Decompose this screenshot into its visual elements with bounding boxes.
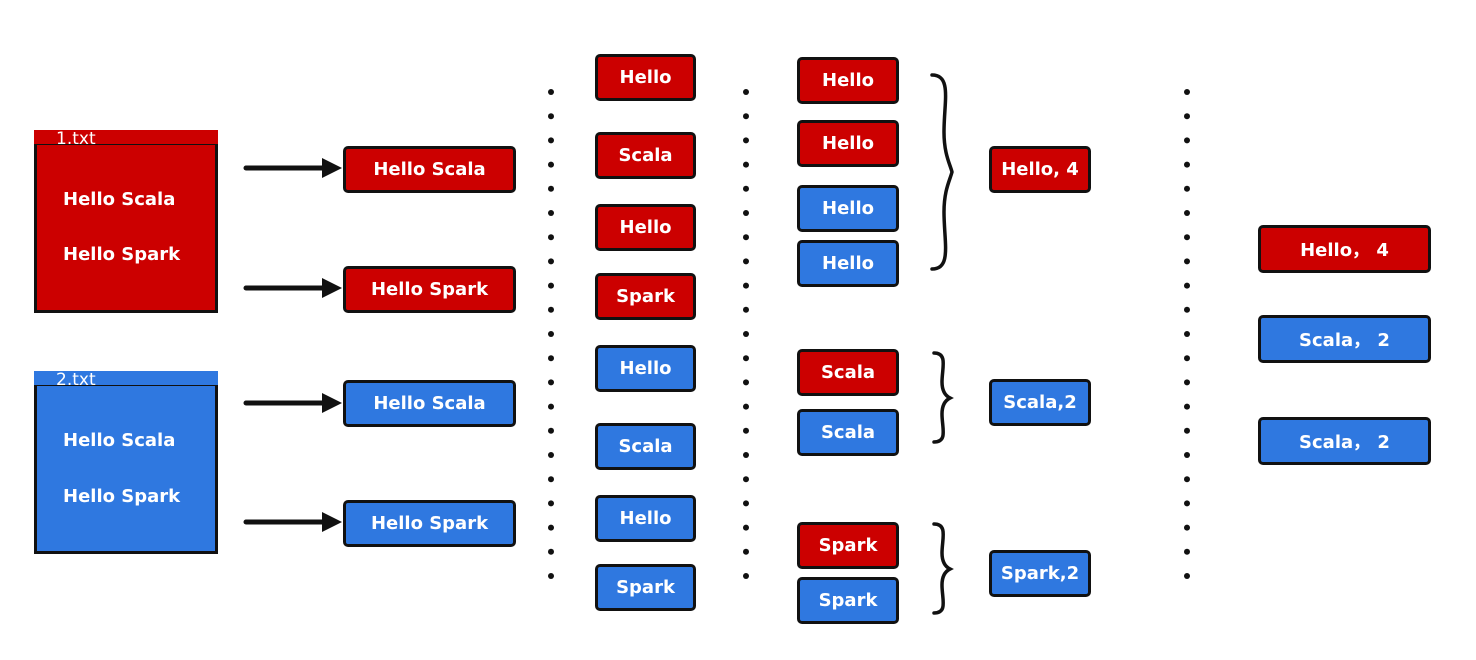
file-1-tab xyxy=(34,130,218,144)
arrow-right-icon xyxy=(243,393,342,413)
word-box: Hello xyxy=(595,495,696,542)
curly-brace-icon xyxy=(930,73,954,271)
count-box: Scala,2 xyxy=(989,379,1091,426)
arrow-right-icon xyxy=(243,512,342,532)
word-box: Scala xyxy=(595,132,696,179)
line-box: Hello Spark xyxy=(343,500,516,547)
group-box: Spark xyxy=(797,522,899,569)
file-1-line-2: Hello Spark xyxy=(63,244,181,265)
result-box: Scala， 2 xyxy=(1258,417,1431,465)
word-box: Scala xyxy=(595,423,696,470)
file-2-name: 2.txt xyxy=(56,370,96,390)
file-1-line-1: Hello Scala xyxy=(63,189,176,210)
group-box: Scala xyxy=(797,409,899,456)
word-box: Spark xyxy=(595,564,696,611)
curly-brace-icon xyxy=(932,522,954,615)
count-box: Spark,2 xyxy=(989,550,1091,597)
result-box: Hello， 4 xyxy=(1258,225,1431,273)
file-1-txt: Hello Scala Hello Spark xyxy=(34,142,218,313)
group-box: Hello xyxy=(797,240,899,287)
line-box: Hello Scala xyxy=(343,146,516,193)
word-box: Hello xyxy=(595,345,696,392)
curly-brace-icon xyxy=(932,351,954,444)
word-box: Hello xyxy=(595,204,696,251)
file-2-line-2: Hello Spark xyxy=(63,486,181,507)
group-box: Hello xyxy=(797,120,899,167)
line-box: Hello Spark xyxy=(343,266,516,313)
arrow-right-icon xyxy=(243,278,342,298)
word-box: Spark xyxy=(595,273,696,320)
result-box: Scala， 2 xyxy=(1258,315,1431,363)
group-box: Scala xyxy=(797,349,899,396)
file-2-tab xyxy=(34,371,218,385)
dotted-separator xyxy=(548,89,554,579)
group-box: Hello xyxy=(797,57,899,104)
group-box: Hello xyxy=(797,185,899,232)
dotted-separator xyxy=(1184,89,1190,579)
file-2-line-1: Hello Scala xyxy=(63,430,176,451)
file-2-txt: Hello Scala Hello Spark xyxy=(34,383,218,554)
line-box: Hello Scala xyxy=(343,380,516,427)
count-box: Hello, 4 xyxy=(989,146,1091,193)
group-box: Spark xyxy=(797,577,899,624)
word-box: Hello xyxy=(595,54,696,101)
arrow-right-icon xyxy=(243,158,342,178)
file-1-name: 1.txt xyxy=(56,129,96,149)
dotted-separator xyxy=(743,89,749,579)
